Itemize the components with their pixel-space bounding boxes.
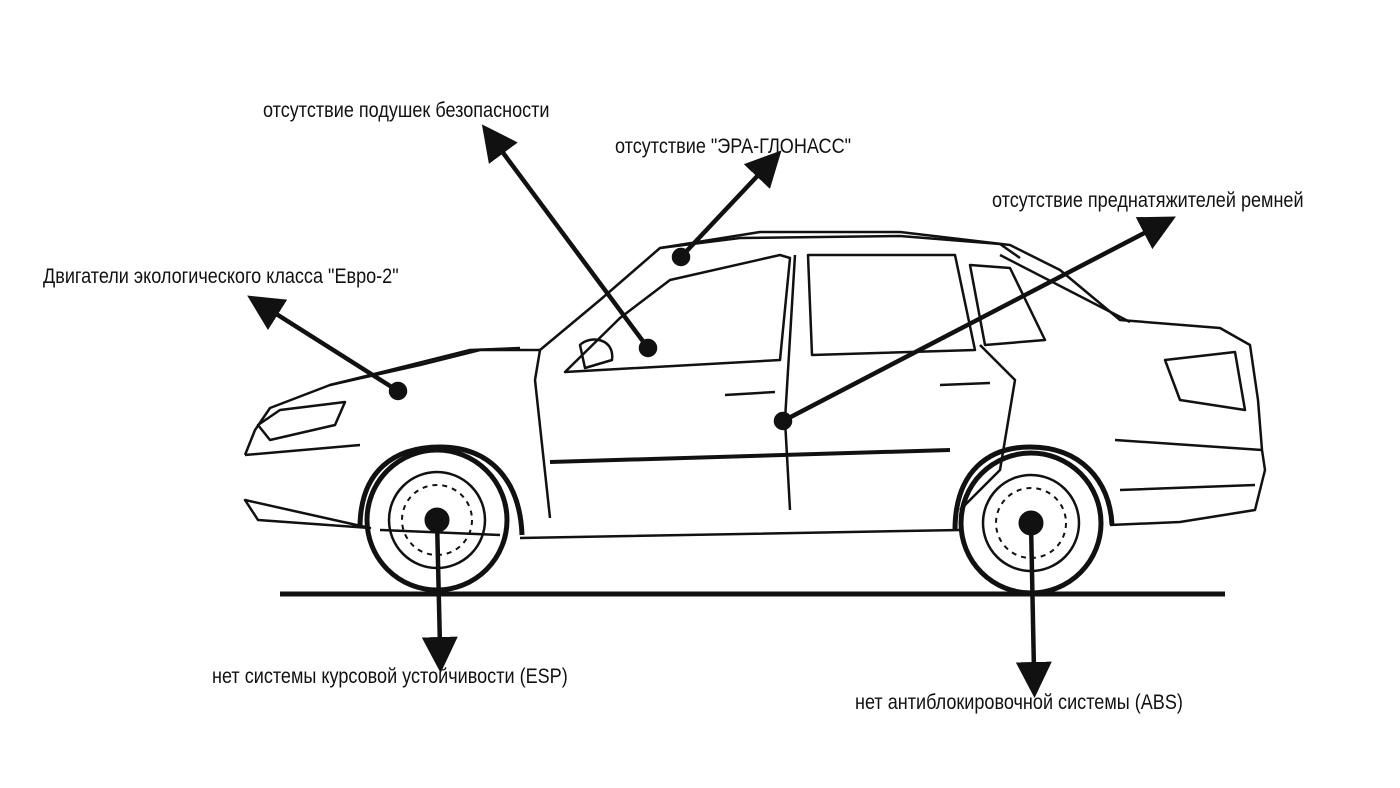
- arrow-pretensioners: [773, 216, 1176, 431]
- arrow-era-glonass: [671, 150, 782, 267]
- arrow-esp: [421, 519, 458, 673]
- arrow-engine: [247, 295, 408, 401]
- label-esp: нет системы курсовой устойчивости (ESP): [212, 665, 568, 688]
- label-pretensioners: отсутствие преднатяжителей ремней: [992, 189, 1304, 212]
- label-engine: Двигатели экологического класса "Евро-2": [43, 265, 399, 288]
- arrow-airbags: [481, 124, 658, 358]
- pointer-arrows: [247, 124, 1176, 698]
- arrow-abs: [1015, 522, 1052, 698]
- label-airbags: отсутствие подушек безопасности: [263, 99, 550, 122]
- label-abs: нет антиблокировочной системы (ABS): [855, 691, 1183, 714]
- car-body: [243, 230, 1267, 597]
- label-era-glonass: отсутствие "ЭРА-ГЛОНАСС": [615, 135, 852, 158]
